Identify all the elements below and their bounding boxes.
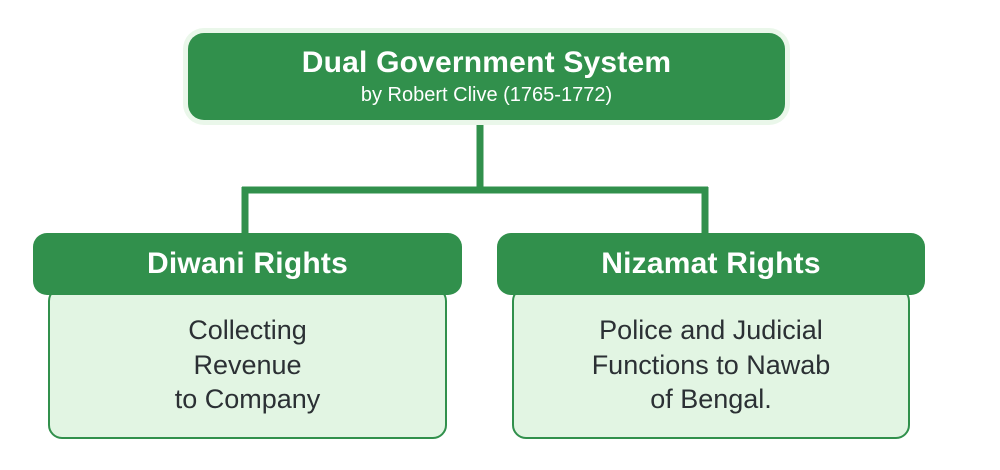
- root-node-dual-government-system: Dual Government System by Robert Clive (…: [188, 33, 785, 120]
- root-node-subtitle: by Robert Clive (1765-1772): [360, 84, 613, 107]
- body-line: of Bengal.: [650, 384, 772, 415]
- root-node-title: Dual Government System: [301, 45, 672, 79]
- body-line: to Company: [174, 384, 321, 415]
- body-line: Functions to Nawab: [591, 349, 831, 380]
- body-line: Collecting: [188, 315, 307, 346]
- body-line: Police and Judicial: [599, 315, 823, 346]
- child-node-header-nizamat-rights: Nizamat Rights: [497, 233, 925, 295]
- child-node-diwani-rights: Diwani Rights Collecting Revenue to Comp…: [33, 233, 462, 439]
- body-line: Revenue: [193, 349, 302, 380]
- child-node-body-nizamat-rights: Police and Judicial Functions to Nawab o…: [512, 287, 910, 439]
- child-node-body-diwani-rights: Collecting Revenue to Company: [48, 287, 447, 439]
- child-node-header-diwani-rights: Diwani Rights: [33, 233, 462, 295]
- child-node-nizamat-rights: Nizamat Rights Police and Judicial Funct…: [497, 233, 925, 439]
